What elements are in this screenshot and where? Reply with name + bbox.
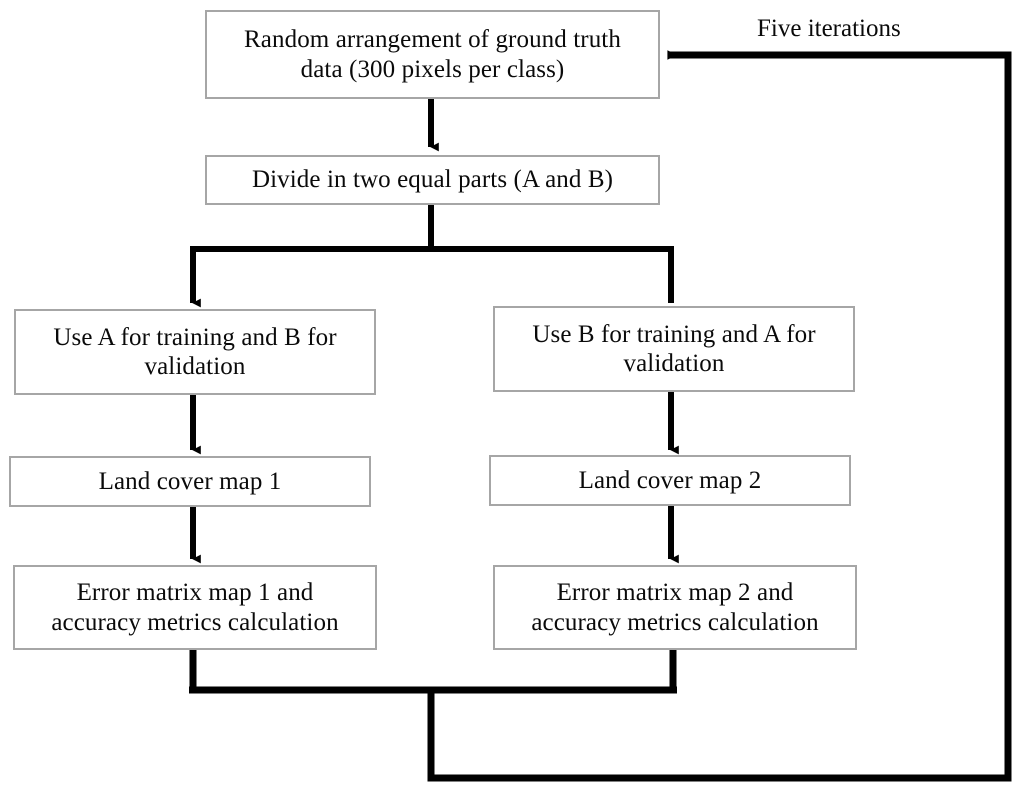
node-fold-a[interactable]: Use A for training and B for validation — [14, 309, 376, 395]
node-divide-label: Divide in two equal parts (A and B) — [251, 166, 614, 194]
node-ground-truth-label: Random arrangement of ground truth data … — [244, 26, 621, 83]
node-map-2[interactable]: Land cover map 2 — [489, 455, 851, 506]
node-error-matrix-2[interactable]: Error matrix map 2 and accuracy metrics … — [493, 565, 857, 650]
node-map-1[interactable]: Land cover map 1 — [9, 456, 371, 507]
node-error-matrix-1-label: Error matrix map 1 and accuracy metrics … — [51, 579, 339, 636]
node-ground-truth[interactable]: Random arrangement of ground truth data … — [205, 10, 660, 99]
node-fold-b-label: Use B for training and A for validation — [532, 320, 816, 378]
node-map-1-label: Land cover map 1 — [98, 467, 282, 495]
feedback-loop-label: Five iterations — [757, 15, 901, 42]
node-divide[interactable]: Divide in two equal parts (A and B) — [205, 155, 660, 205]
node-error-matrix-2-label: Error matrix map 2 and accuracy metrics … — [531, 579, 819, 636]
node-error-matrix-1[interactable]: Error matrix map 1 and accuracy metrics … — [13, 565, 377, 650]
node-map-2-label: Land cover map 2 — [578, 466, 762, 494]
node-fold-b[interactable]: Use B for training and A for validation — [493, 306, 855, 392]
node-fold-a-label: Use A for training and B for validation — [53, 323, 337, 381]
